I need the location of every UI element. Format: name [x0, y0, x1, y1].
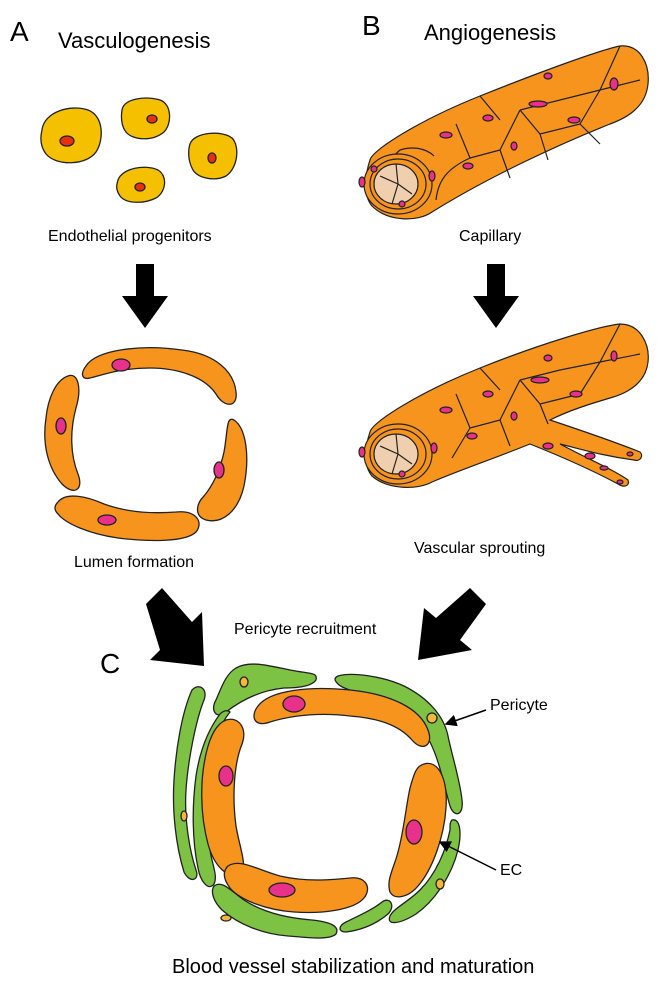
progenitor-cell [117, 167, 165, 202]
mature-vessel [173, 664, 462, 938]
arrow-a-down [122, 264, 168, 328]
arrow-b-down [473, 264, 519, 328]
arrow-b-diagonal [418, 588, 486, 660]
sprouting-vessel [359, 324, 648, 487]
endothelial-cell [198, 419, 247, 520]
capillary [359, 46, 648, 219]
arrow-a-diagonal [146, 588, 204, 666]
endothelial-cell [45, 375, 80, 490]
lumen-formation-cells [45, 348, 247, 541]
endothelial-cell [83, 348, 237, 405]
progenitor-cells [41, 98, 237, 202]
progenitor-cell [121, 98, 169, 139]
progenitor-cell [41, 108, 101, 163]
sprout-lumen [374, 434, 418, 474]
progenitor-cell [189, 133, 237, 179]
endothelial-cell [55, 496, 199, 540]
capillary-lumen [374, 164, 418, 204]
pericyte-pointer [446, 710, 486, 724]
mature-endothelial-cells [202, 689, 447, 913]
